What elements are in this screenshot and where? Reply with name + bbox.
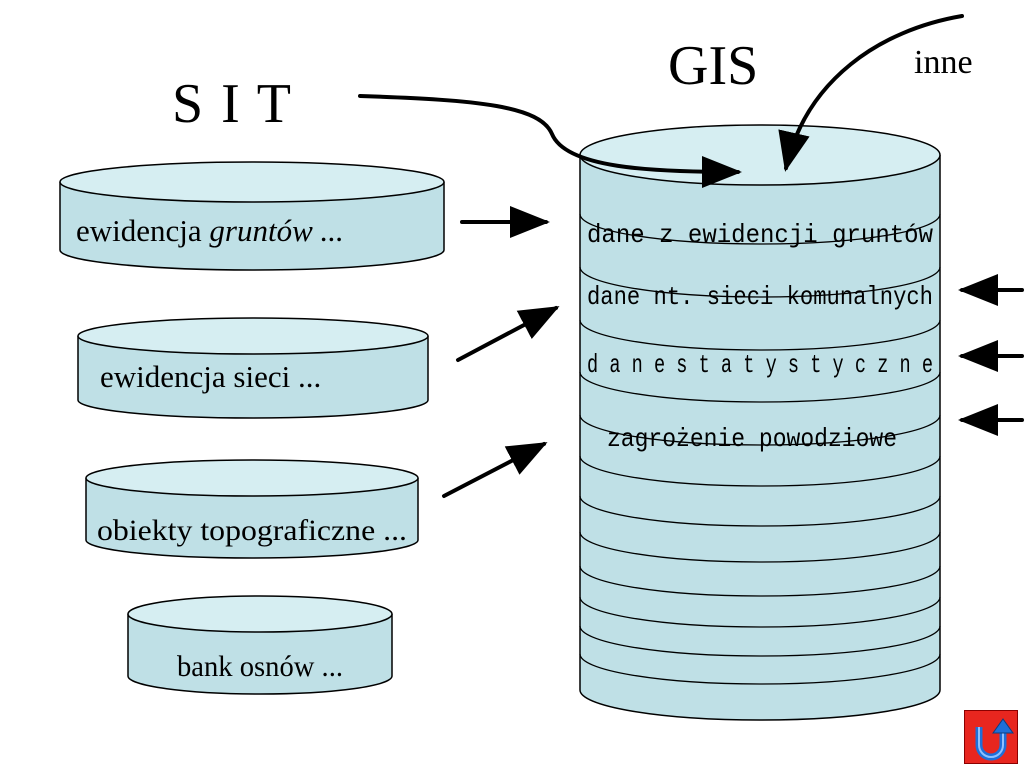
source-cylinder-sieci: ewidencja sieci ... <box>77 317 429 419</box>
source-label-topo: obiekty topograficzne ... <box>97 514 407 547</box>
gis-layer-stripes <box>579 213 941 685</box>
return-button[interactable] <box>964 710 1018 764</box>
arrow-sit-to-gis <box>358 94 742 188</box>
gis-layer-4: zagrożenie powodziowe <box>607 424 897 454</box>
arrow-sieci <box>456 306 560 362</box>
u-turn-return-icon <box>975 718 1014 761</box>
gis-layer-3: d a n e s t a t y s t y c z n e <box>587 350 933 380</box>
gis-cylinder: dane z ewidencji gruntów dane nt. sieci … <box>579 124 941 721</box>
gis-title: GIS <box>668 35 759 97</box>
source-label-grunty-plain: ewidencja <box>76 213 209 248</box>
gis-layer-1: dane z ewidencji gruntów <box>587 220 933 250</box>
source-label-osnowy: bank osnów ... <box>177 650 343 683</box>
flow-arrows <box>358 14 1024 498</box>
arrow-inne-to-gis <box>778 14 964 172</box>
source-cylinder-osnowy: bank osnów ... <box>127 595 393 695</box>
source-label-sieci: ewidencja sieci ... <box>100 359 321 394</box>
gis-layer-2: dane nt. sieci komunalnych <box>587 282 933 312</box>
source-label-grunty-italic: gruntów ... <box>209 213 343 248</box>
source-cylinder-topo: obiekty topograficzne ... <box>85 459 419 559</box>
sit-title: S I T <box>172 73 293 135</box>
inne-label: inne <box>914 44 973 81</box>
source-label-grunty: ewidencja gruntów ... <box>76 213 344 248</box>
arrow-topo <box>442 442 548 498</box>
source-cylinder-grunty: ewidencja gruntów ... <box>59 161 445 271</box>
